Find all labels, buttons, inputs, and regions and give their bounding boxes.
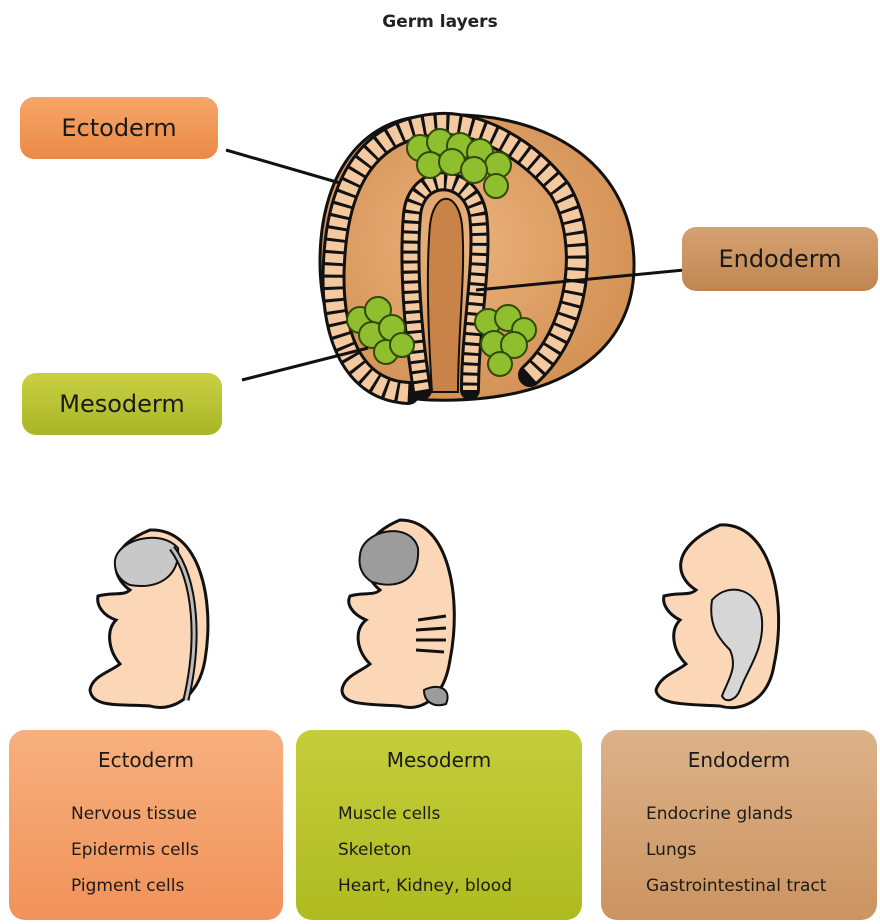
- ectoderm-label: Ectoderm: [20, 97, 218, 159]
- fetus-endoderm-illustration: [656, 525, 779, 708]
- ectoderm-card-title: Ectoderm: [9, 748, 283, 772]
- ectoderm-card: Ectoderm Nervous tissue Epidermis cells …: [9, 730, 283, 920]
- gastrula-embryo: [320, 115, 634, 400]
- ectoderm-pointer-line: [226, 150, 340, 183]
- list-item: Pigment cells: [9, 868, 283, 904]
- mesoderm-card: Mesoderm Muscle cells Skeleton Heart, Ki…: [296, 730, 582, 920]
- list-item: Skeleton: [296, 832, 582, 868]
- list-item: Heart, Kidney, blood: [296, 868, 582, 904]
- list-item: Epidermis cells: [9, 832, 283, 868]
- list-item: Lungs: [601, 832, 877, 868]
- ectoderm-derivatives-list: Nervous tissue Epidermis cells Pigment c…: [9, 796, 283, 904]
- fetus-mesoderm-illustration: [342, 520, 454, 707]
- list-item: Muscle cells: [296, 796, 582, 832]
- list-item: Nervous tissue: [9, 796, 283, 832]
- fetus-ectoderm-illustration: [90, 530, 208, 707]
- endoderm-label: Endoderm: [682, 227, 878, 291]
- mesoderm-derivatives-list: Muscle cells Skeleton Heart, Kidney, blo…: [296, 796, 582, 904]
- mesoderm-card-title: Mesoderm: [296, 748, 582, 772]
- endoderm-derivatives-list: Endocrine glands Lungs Gastrointestinal …: [601, 796, 877, 904]
- mesoderm-label: Mesoderm: [22, 373, 222, 435]
- list-item: Endocrine glands: [601, 796, 877, 832]
- list-item: Gastrointestinal tract: [601, 868, 877, 904]
- endoderm-card-title: Endoderm: [601, 748, 877, 772]
- endoderm-card: Endoderm Endocrine glands Lungs Gastroin…: [601, 730, 877, 920]
